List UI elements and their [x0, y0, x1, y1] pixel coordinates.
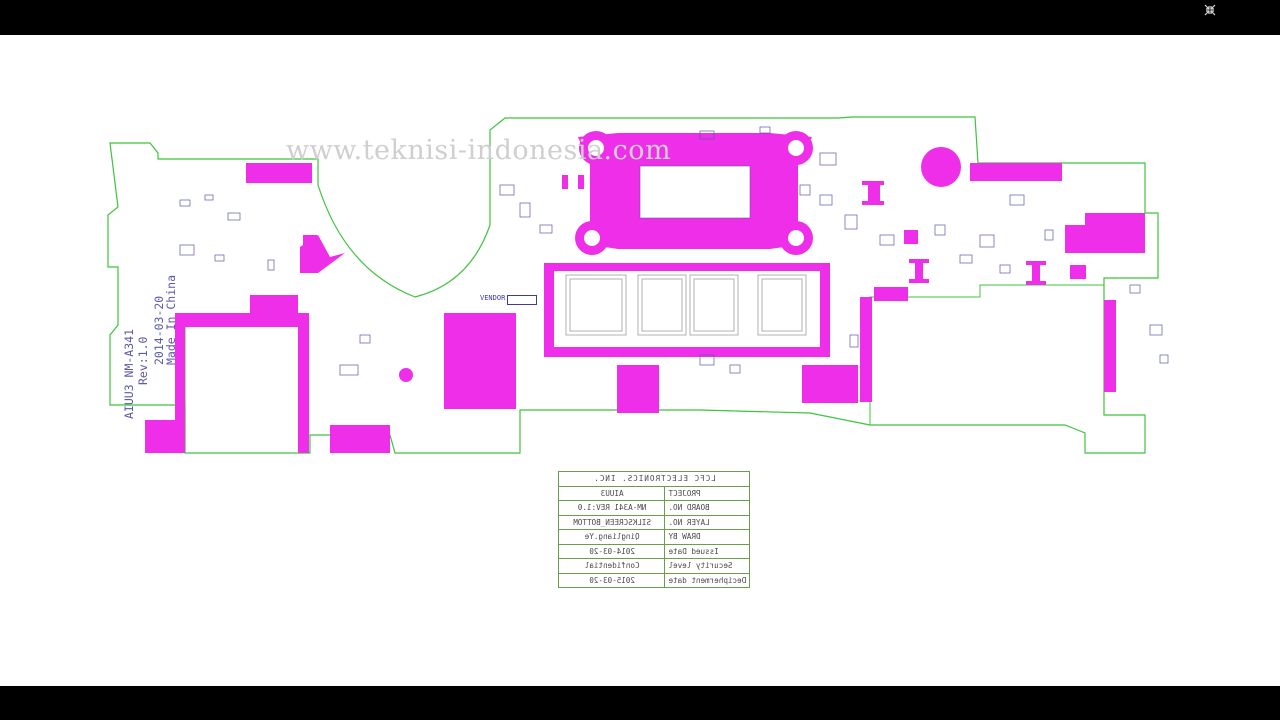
board-drawing [107, 116, 1169, 454]
memory-frame [544, 263, 830, 357]
board-cutout-right [869, 284, 1104, 425]
title-block-row: AIUU3 PROJECT [558, 486, 750, 501]
component-marks [179, 126, 1169, 376]
title-block-row: Qingliang.Ye DRAW BY [558, 529, 750, 544]
viewer-top-bar [0, 0, 1280, 35]
pad-round-large [921, 147, 961, 187]
board-rev-label: Rev:1.0 [136, 336, 150, 385]
cpu-bracket [575, 131, 813, 255]
title-block-row: 2014-03-20 Issued Date [558, 544, 750, 559]
exit-fullscreen-button[interactable] [1202, 2, 1218, 18]
title-block-row: SILKSCREEN_BOTTOM LAYER NO. [558, 515, 750, 530]
schematic-canvas: www.teknisi-indonesia.com AIUU3 NM-A341 … [0, 35, 1280, 686]
collapse-arrows-icon [1204, 4, 1216, 16]
vendor-label: VENDOR: [480, 294, 510, 302]
title-block-row: NM-A341 REV:1.0 BOARD NO. [558, 500, 750, 515]
board-model-label: AIUU3 NM-A341 [122, 328, 136, 419]
pad-round-small [399, 368, 413, 382]
board-origin-label: Made In China [164, 274, 178, 365]
title-block-row: Confidential Security level [558, 558, 750, 573]
viewer-bottom-bar [0, 686, 1280, 720]
board-cutout-left [184, 324, 301, 453]
title-block-row: 2015-03-20 Decipherment date [558, 573, 750, 588]
watermark-text: www.teknisi-indonesia.com [286, 135, 672, 166]
title-block-company: LCFC ELECTRONICS. INC. [558, 471, 750, 486]
pad-corner [300, 235, 345, 273]
copper-pads [145, 163, 1145, 453]
vendor-box [507, 295, 537, 305]
title-block: LCFC ELECTRONICS. INC. AIUU3 PROJECT NM-… [558, 471, 750, 588]
